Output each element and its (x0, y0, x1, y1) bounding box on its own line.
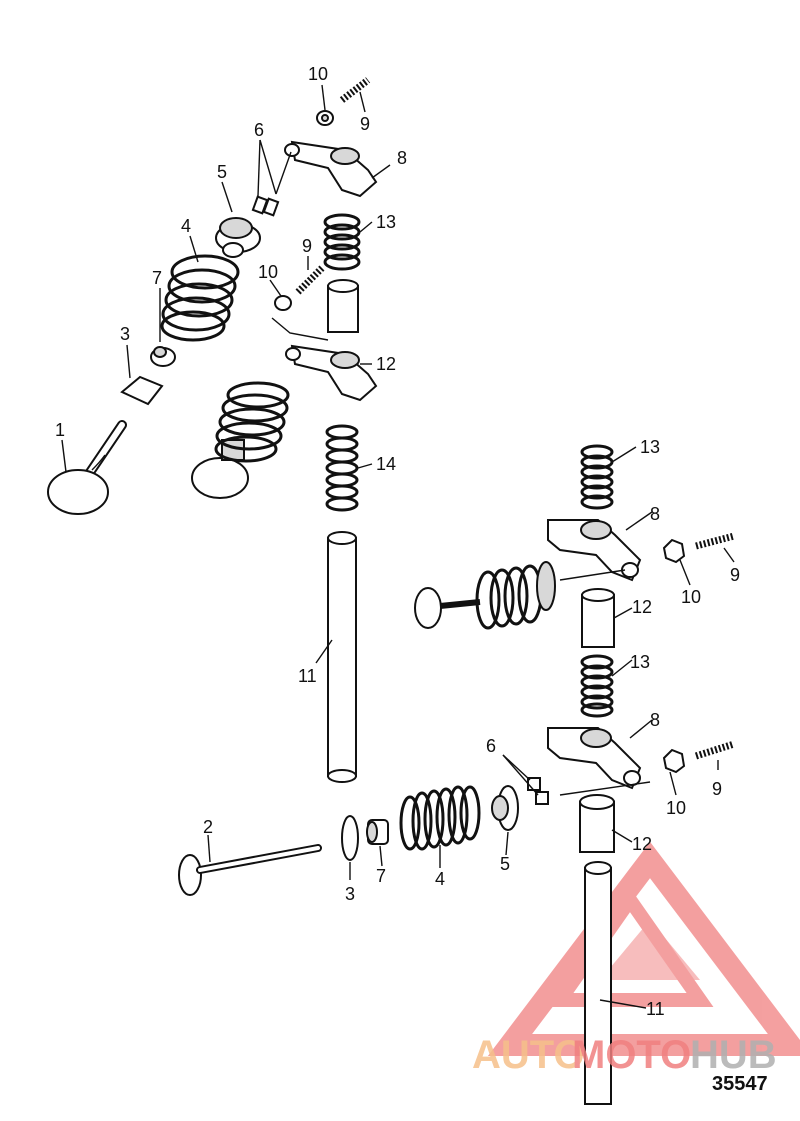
callout-13: 13 (640, 437, 660, 457)
valve-seat-plate-3 (120, 375, 164, 406)
watermark-moto: MOTO (572, 1033, 691, 1077)
valve-spring-4 (160, 254, 240, 342)
watermark-hub: HUB (690, 1033, 777, 1077)
rocker-arm-8-right-bottom (547, 727, 642, 790)
valve-cap-7 (150, 346, 176, 367)
adjusting-screw-9-right-bottom (694, 740, 736, 760)
bushing-12-right-top (581, 588, 615, 648)
adjusting-nut-10-right-bottom (662, 748, 686, 774)
callout-12: 12 (632, 597, 652, 617)
callout-8: 8 (650, 504, 660, 524)
callout-5: 5 (500, 854, 510, 874)
callout-10: 10 (666, 798, 686, 818)
adjusting-nut-10-right-top (662, 538, 686, 564)
spring-retainer-5-bottom (491, 785, 519, 831)
pushrod-spring-13-right-top (580, 444, 614, 510)
watermark-auto: AUTO (472, 1033, 585, 1077)
callout-9: 9 (302, 236, 312, 256)
callout-6: 6 (486, 736, 496, 756)
callout-2: 2 (203, 817, 213, 837)
valve-spring-4-bottom (399, 785, 481, 851)
callout-1: 1 (55, 420, 65, 440)
valve-keepers-6-bottom (527, 777, 549, 805)
pushrod-spring-14 (325, 424, 359, 512)
callout-13: 13 (376, 212, 396, 232)
callout-4: 4 (181, 216, 191, 236)
leader-lines (61, 84, 735, 1009)
callout-10: 10 (258, 262, 278, 282)
rocker-arm-8-top (284, 140, 378, 198)
pushrod-11-left (327, 531, 357, 783)
callout-8: 8 (397, 148, 407, 168)
callout-11: 11 (298, 666, 317, 686)
callout-12: 12 (376, 354, 396, 374)
callout-14: 14 (376, 454, 396, 474)
callout-3: 3 (120, 324, 130, 344)
bushing-12-right-bottom (579, 794, 615, 853)
callout-12: 12 (632, 834, 652, 854)
bushing-12-upper (327, 279, 359, 333)
valve-2 (178, 844, 322, 896)
callout-4: 4 (435, 869, 445, 889)
callout-11: 11 (646, 999, 665, 1019)
assembled-valve-right (414, 561, 626, 630)
callout-8: 8 (650, 710, 660, 730)
assembled-valve-spring (191, 381, 290, 499)
callout-9: 9 (730, 565, 740, 585)
pushrod-11-right (584, 861, 612, 1105)
spring-retainer-5 (215, 217, 261, 258)
pushrod-spring-13-upper (323, 213, 361, 271)
callout-5: 5 (217, 162, 227, 182)
callout-3: 3 (345, 884, 355, 904)
rocker-arm-12-mid (285, 344, 378, 402)
callout-7: 7 (376, 866, 386, 886)
pushrod-spring-13-right-mid (580, 654, 614, 718)
valve-1 (47, 420, 127, 515)
adjusting-nut-10-mid (274, 295, 292, 311)
rocker-arm-8-right-top (547, 519, 642, 582)
callout-labels: 1 2 3 3 4 4 5 5 6 6 7 7 8 8 8 9 9 9 9 10… (55, 64, 740, 1019)
watermark-text: AUTO MOTO HUB (472, 1033, 777, 1077)
callout-13: 13 (630, 652, 650, 672)
adjusting-screw-9-top (339, 77, 371, 103)
callout-10: 10 (308, 64, 328, 84)
callout-6: 6 (254, 120, 264, 140)
valve-cap-7-bottom (366, 819, 389, 845)
adjusting-screw-9-mid (295, 265, 325, 295)
adjusting-nut-10-top (316, 110, 334, 126)
valve-seat-plate-3-bottom (341, 815, 359, 861)
callout-7: 7 (152, 268, 162, 288)
figure-number: 35547 (712, 1073, 768, 1095)
callout-10: 10 (681, 587, 701, 607)
callout-9: 9 (360, 114, 370, 134)
adjusting-screw-9-right-top (695, 532, 735, 550)
valve-keepers-6 (251, 195, 280, 217)
callout-9: 9 (712, 779, 722, 799)
